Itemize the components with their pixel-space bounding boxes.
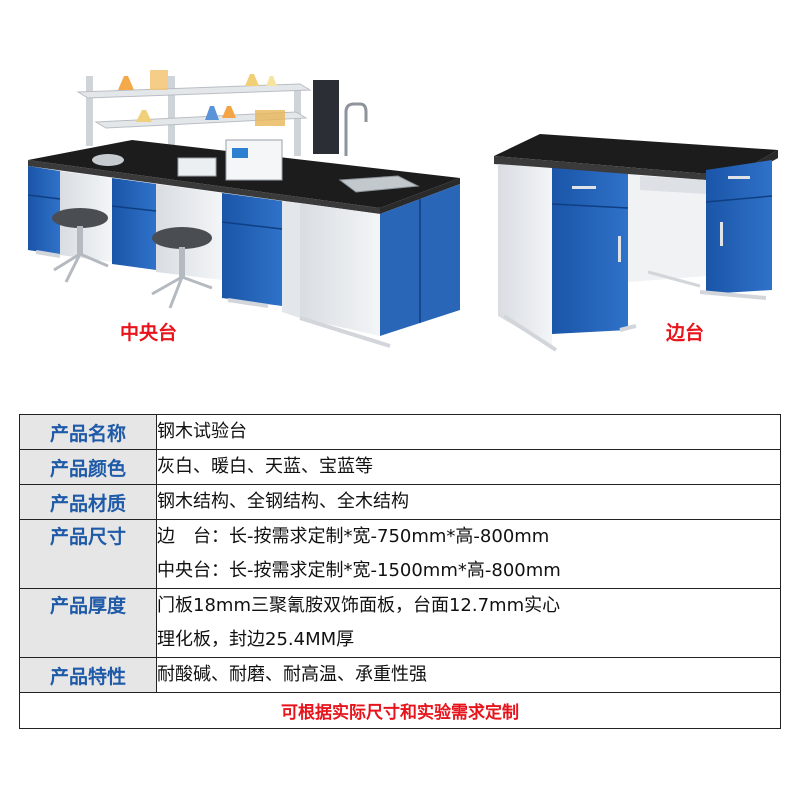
caption-side-table: 边台 (666, 322, 705, 344)
customization-note: 可根据实际尺寸和实验需求定制 (19, 692, 781, 729)
center-lab-table (27, 70, 460, 348)
side-lab-table (494, 134, 778, 352)
spec-value: 耐酸碱、耐磨、耐高温、承重性强 (157, 664, 427, 685)
spec-value: 钢木试验台 (157, 421, 247, 442)
spec-label: 产品厚度 (19, 588, 157, 658)
spec-row-features: 产品特性 耐酸碱、耐磨、耐高温、承重性强 (19, 657, 781, 693)
spec-row-color: 产品颜色 灰白、暖白、天蓝、宝蓝等 (19, 449, 781, 485)
caption-center-table: 中央台 (120, 322, 178, 344)
spec-label: 产品特性 (19, 657, 157, 693)
reagent-bottles (118, 70, 285, 126)
spec-value: 灰白、暖白、天蓝、宝蓝等 (157, 456, 373, 477)
spec-table: 产品名称 钢木试验台 产品颜色 灰白、暖白、天蓝、宝蓝等 产品材质 钢木结构、全… (19, 414, 781, 729)
spec-row-name: 产品名称 钢木试验台 (19, 414, 781, 450)
spec-value: 钢木结构、全钢结构、全木结构 (157, 491, 409, 512)
spec-label: 产品尺寸 (19, 519, 157, 589)
spec-value: 门板18mm三聚氰胺双饰面板，台面12.7mm实心 (157, 595, 561, 616)
spec-row-footer: 可根据实际尺寸和实验需求定制 (19, 692, 781, 729)
spec-value: 理化板，封边25.4MM厚 (157, 629, 355, 650)
spec-value: 中央台：长-按需求定制*宽-1500mm*高-800mm (157, 560, 561, 581)
lab-stool-right (151, 227, 213, 309)
spec-value: 边 台：长-按需求定制*宽-750mm*高-800mm (157, 526, 550, 547)
spec-label: 产品材质 (19, 484, 157, 520)
spec-label: 产品名称 (19, 414, 157, 450)
spec-label: 产品颜色 (19, 449, 157, 485)
spec-row-size: 产品尺寸 边 台：长-按需求定制*宽-750mm*高-800mm 中央台：长-按… (19, 519, 781, 589)
spec-row-material: 产品材质 钢木结构、全钢结构、全木结构 (19, 484, 781, 520)
lab-stool-left (52, 208, 109, 283)
spec-row-thickness: 产品厚度 门板18mm三聚氰胺双饰面板，台面12.7mm实心 理化板，封边25.… (19, 588, 781, 658)
product-illustration (27, 70, 778, 352)
